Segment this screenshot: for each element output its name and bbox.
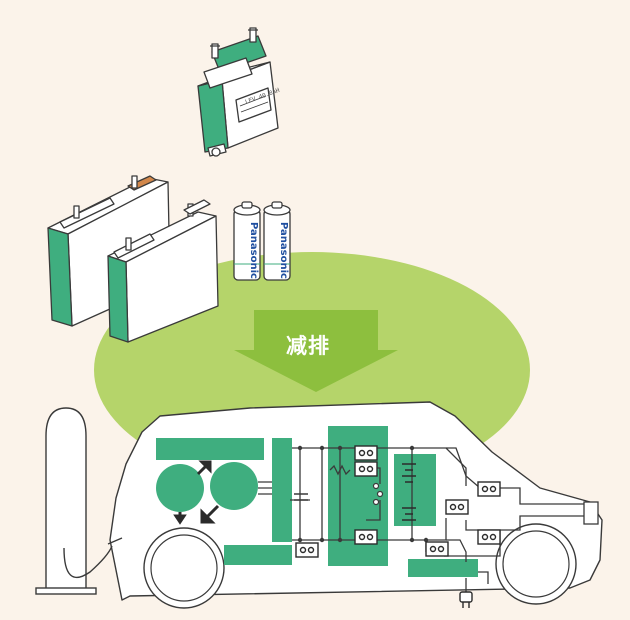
reduction-arrow-label: 减排 — [286, 334, 330, 358]
battery-module-icon — [197, 27, 279, 157]
relay-icon — [477, 481, 501, 497]
switch-icon — [372, 482, 384, 506]
cylinder-brand-label: Panasonic — [248, 222, 259, 279]
junction-dots — [297, 445, 429, 543]
relay-icon — [425, 541, 449, 557]
motor-icon — [156, 464, 204, 512]
rear-connector — [583, 501, 599, 525]
relay-icon — [445, 499, 469, 515]
relay-icon — [354, 445, 378, 461]
flow-arrow-icon — [173, 460, 220, 525]
relay-icon — [295, 542, 319, 558]
capacitor-icon — [294, 493, 308, 501]
relay-icon — [477, 529, 501, 545]
motor-icon — [210, 462, 258, 510]
prismatic-cell-icon — [107, 199, 219, 343]
wire-stub — [258, 481, 272, 495]
cylinder-brand-label: Panasonic — [278, 222, 289, 279]
relay-icon — [354, 461, 378, 477]
charging-station-icon — [35, 407, 123, 595]
cylindrical-cell-icon — [263, 201, 291, 281]
down-arrow-icon — [234, 310, 398, 392]
battery-symbol-icon — [402, 463, 416, 521]
resistor-icon — [329, 464, 351, 476]
wheel — [143, 527, 225, 609]
relay-icon — [354, 529, 378, 545]
cylindrical-cell-icon — [233, 201, 261, 281]
power-plug-icon — [459, 591, 473, 608]
wheel — [495, 523, 577, 605]
